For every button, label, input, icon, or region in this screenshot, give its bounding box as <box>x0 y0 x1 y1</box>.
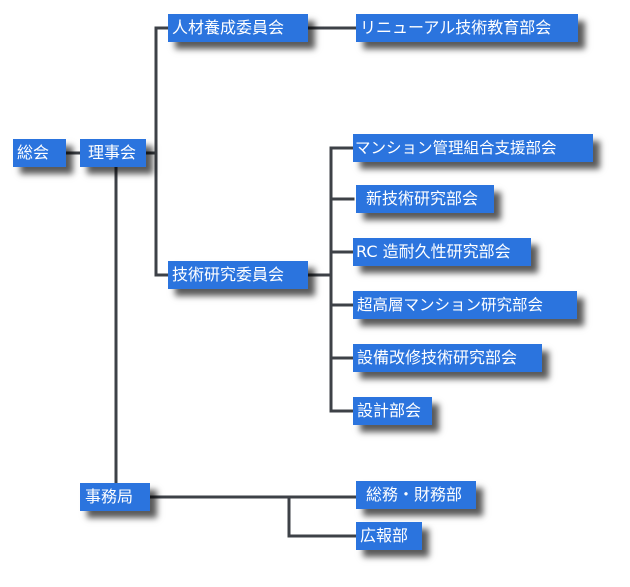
node-mansion-mgmt-dept: マンション管理組合支援部会 <box>353 134 593 162</box>
node-renewal-dept: リニューアル技術教育部会 <box>356 14 578 42</box>
node-board: 理事会 <box>80 139 146 167</box>
node-hr-committee: 人材養成委員会 <box>168 14 308 42</box>
node-highrise-dept: 超高層マンション研究部会 <box>353 291 577 319</box>
node-tech-committee: 技術研究委員会 <box>168 261 308 289</box>
node-rc-durability-dept: RC 造耐久性研究部会 <box>353 238 531 266</box>
node-general-finance-dept: 総務・財務部 <box>356 481 476 509</box>
node-design-dept: 設計部会 <box>353 397 432 425</box>
node-equipment-dept: 設備改修技術研究部会 <box>353 344 542 372</box>
node-general-meeting: 総会 <box>13 139 66 167</box>
node-secretariat: 事務局 <box>80 483 150 511</box>
node-new-tech-dept: 新技術研究部会 <box>356 185 494 213</box>
node-pr-dept: 広報部 <box>356 522 422 550</box>
